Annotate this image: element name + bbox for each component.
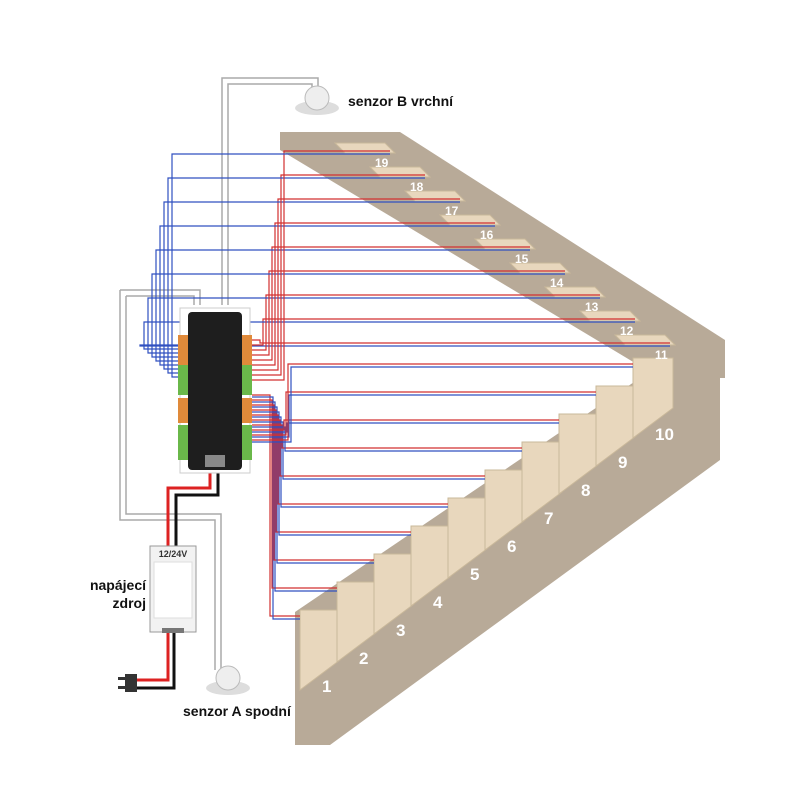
plug-icon bbox=[118, 674, 137, 692]
wire-red bbox=[252, 363, 633, 441]
step-number: 2 bbox=[359, 649, 368, 668]
wire-blue bbox=[147, 297, 600, 354]
wire-red bbox=[252, 270, 565, 356]
wire-red bbox=[252, 409, 411, 533]
wire-blue bbox=[159, 225, 495, 366]
sensor-a-icon bbox=[206, 665, 250, 695]
wire-blue bbox=[252, 406, 374, 564]
wire-red bbox=[252, 150, 390, 381]
controller bbox=[178, 307, 252, 474]
wire-blue bbox=[252, 394, 596, 438]
wire-red bbox=[252, 424, 522, 449]
power-supply bbox=[149, 545, 197, 633]
wire-blue bbox=[163, 201, 460, 370]
wire-red bbox=[252, 222, 495, 366]
wire-red bbox=[252, 419, 485, 477]
wire-blue bbox=[143, 321, 635, 350]
power-supply-label: napájecí zdroj bbox=[76, 576, 146, 612]
step-number: 15 bbox=[515, 252, 529, 266]
step-number: 17 bbox=[445, 204, 459, 218]
lower-flight bbox=[295, 378, 720, 745]
step-number: 18 bbox=[410, 180, 424, 194]
wire-red bbox=[252, 294, 600, 351]
step-number: 12 bbox=[620, 324, 634, 338]
wire-blue bbox=[252, 396, 300, 620]
wire-red bbox=[252, 414, 448, 505]
step-number: 5 bbox=[470, 565, 479, 584]
wire-red bbox=[252, 318, 635, 346]
step-number: 3 bbox=[396, 621, 405, 640]
power-supply-voltage: 12/24V bbox=[158, 549, 188, 559]
step-number: 11 bbox=[655, 348, 668, 362]
staircase bbox=[280, 132, 725, 745]
step-number: 6 bbox=[507, 537, 516, 556]
wire-blue bbox=[151, 273, 565, 358]
wire-blue bbox=[252, 411, 411, 536]
step-number: 14 bbox=[550, 276, 564, 290]
wire-blue bbox=[252, 416, 448, 508]
wire-blue bbox=[252, 366, 633, 443]
step-number: 4 bbox=[433, 593, 443, 612]
step-number: 16 bbox=[480, 228, 494, 242]
step-number: 13 bbox=[585, 300, 599, 314]
wire-blue bbox=[252, 426, 522, 452]
wire-blue bbox=[139, 344, 670, 347]
wire-blue bbox=[167, 177, 425, 374]
wire-red bbox=[252, 246, 530, 361]
wire-blue bbox=[252, 422, 559, 433]
led-wires bbox=[139, 150, 670, 620]
wire-red bbox=[252, 174, 425, 376]
sensor-a-label: senzor A spodní bbox=[183, 703, 291, 719]
step-number: 1 bbox=[322, 677, 331, 696]
wire-red bbox=[252, 391, 596, 436]
step-number: 8 bbox=[581, 481, 590, 500]
wire-blue bbox=[252, 401, 337, 592]
sensor-b-icon bbox=[295, 85, 339, 115]
step-number: 10 bbox=[655, 425, 674, 444]
step-number: 19 bbox=[375, 156, 389, 170]
power-cable bbox=[135, 470, 220, 690]
power-supply-label-2: zdroj bbox=[112, 595, 146, 611]
step-number: 7 bbox=[544, 509, 553, 528]
sensor-b-label: senzor B vrchní bbox=[348, 93, 454, 109]
wire-red bbox=[252, 419, 559, 431]
wire-blue bbox=[155, 249, 530, 362]
power-supply-label-1: napájecí bbox=[89, 577, 146, 593]
wire-red bbox=[252, 399, 337, 589]
wire-blue bbox=[171, 153, 390, 378]
wire-red bbox=[252, 404, 374, 561]
wire-red bbox=[252, 394, 300, 617]
step-number: 9 bbox=[618, 453, 627, 472]
lower-step bbox=[632, 357, 674, 439]
wire-red bbox=[252, 339, 670, 344]
wire-red bbox=[252, 198, 460, 371]
wire-blue bbox=[252, 421, 485, 480]
